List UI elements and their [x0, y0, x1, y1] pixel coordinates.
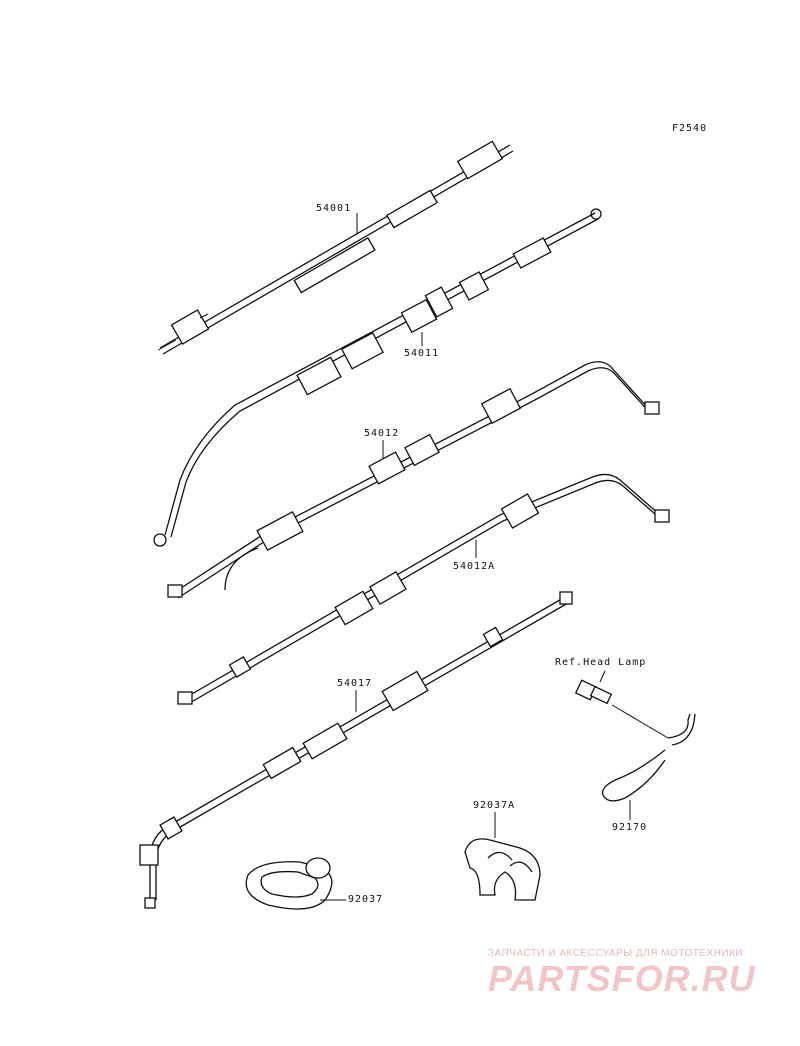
- cable-54012a: [177, 473, 670, 705]
- cable-54017: [139, 591, 573, 909]
- part-label-54017: 54017: [337, 678, 373, 689]
- part-label-54012a: 54012A: [453, 561, 496, 572]
- clamp-92037a: [464, 838, 541, 901]
- part-label-54012: 54012: [364, 428, 400, 439]
- watermark-tagline: ЗАПЧАСТИ И АКСЕССУАРЫ ДЛЯ МОТОТЕХНИКИ: [488, 948, 744, 959]
- part-label-54001: 54001: [316, 203, 352, 214]
- watermark-logo: PARTSFOR.RU: [488, 958, 756, 999]
- part-label-54011: 54011: [404, 348, 440, 359]
- ref-head-lamp-label: Ref.Head Lamp: [555, 657, 647, 668]
- grommet-92037: [245, 857, 333, 910]
- part-label-92037a: 92037A: [473, 800, 516, 811]
- cable-54011: [153, 208, 602, 547]
- cable-54001: [157, 140, 514, 355]
- figure-code: F2540: [672, 123, 708, 134]
- part-label-92037: 92037: [348, 894, 384, 905]
- cable-54012: [167, 361, 660, 599]
- clamp-92170: [574, 679, 696, 802]
- part-label-92170: 92170: [612, 822, 648, 833]
